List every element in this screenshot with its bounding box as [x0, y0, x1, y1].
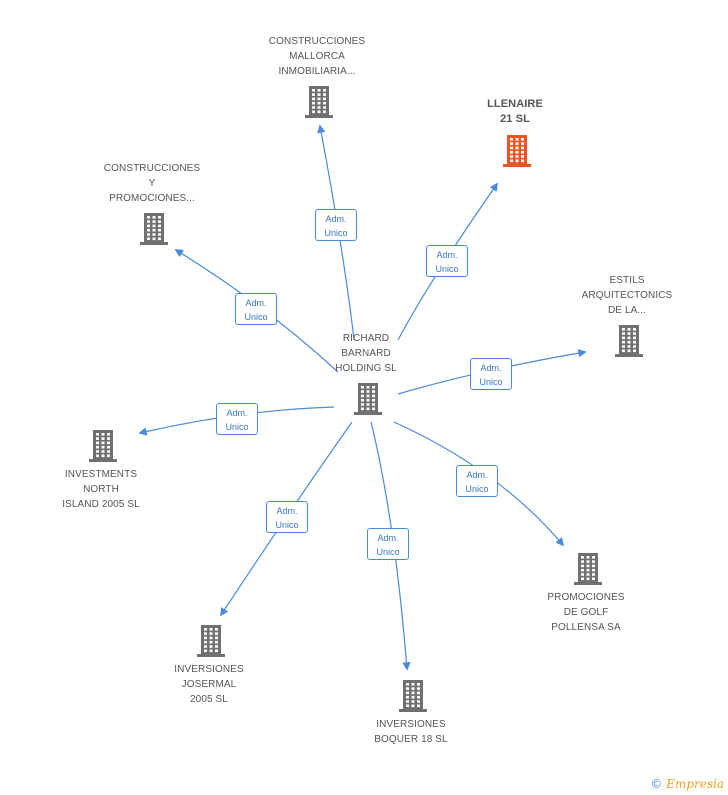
inversiones-josermal-building-icon-wrap[interactable] [196, 624, 226, 663]
center-company-label-line: RICHARD [342, 333, 390, 344]
edge-label-text: Adm. [436, 250, 458, 260]
estils-building-icon-wrap[interactable] [614, 324, 644, 363]
edge-label-promociones-golf[interactable]: Adm. Unico [456, 465, 498, 497]
inversiones-josermal-label-line: 2005 SL [190, 694, 228, 705]
edge-label-investments-north[interactable]: Adm. Unico [216, 403, 258, 435]
edge-label-text: Unico [435, 264, 459, 274]
edge-label-text: Unico [225, 422, 249, 432]
center-company-label-line: HOLDING SL [335, 363, 397, 374]
construcciones-mallorca-label: CONSTRUCCIONES MALLORCA INMOBILIARIA... [242, 34, 392, 79]
investments-north-label-line: INVESTMENTS [64, 469, 138, 480]
llenaire-building-icon [503, 135, 531, 167]
construcciones-mallorca-building-icon [305, 86, 333, 118]
edge-label-text: Adm. [245, 298, 267, 308]
edge-label-text: Adm. [325, 214, 347, 224]
investments-north-label-line: ISLAND 2005 SL [62, 499, 140, 510]
inversiones-boquer-label-line: BOQUER 18 SL [374, 734, 448, 745]
construcciones-promociones-building-icon [140, 213, 168, 245]
edge-label-inversiones-boquer[interactable]: Adm. Unico [367, 528, 409, 560]
llenaire-label-line: 21 SL [500, 113, 530, 125]
estils-label-line: DE LA... [607, 305, 647, 316]
promociones-golf-label-line: POLLENSA SA [551, 622, 621, 633]
edge-label-estils[interactable]: Adm. Unico [470, 358, 512, 390]
edge-label-text: Unico [465, 484, 489, 494]
edge-label-text: Adm. [377, 533, 399, 543]
investments-north-label: INVESTMENTS NORTH ISLAND 2005 SL [26, 467, 176, 512]
edge-label-text: Adm. [466, 470, 488, 480]
edge-label-llenaire[interactable]: Adm. Unico [426, 245, 468, 277]
edge-label-text: Unico [275, 520, 299, 530]
inversiones-boquer-building-icon-wrap[interactable] [398, 679, 428, 718]
estils-label-line: ESTILS [609, 275, 645, 286]
estils-label: ESTILS ARQUITECTONICS DE LA... [552, 273, 702, 318]
edge-label-text: Unico [324, 228, 348, 238]
estils-label-line: ARQUITECTONICS [581, 290, 673, 301]
construcciones-promociones-label-line: CONSTRUCCIONES [103, 163, 201, 174]
edge-label-text: Unico [479, 377, 503, 387]
edge-label-text: Adm. [226, 408, 248, 418]
construcciones-mallorca-label-line: INMOBILIARIA... [278, 66, 356, 77]
center-building-icon [354, 383, 382, 415]
inversiones-josermal-building-icon [197, 625, 225, 657]
edge-label-construcciones-mallorca[interactable]: Adm. Unico [315, 209, 357, 241]
construcciones-promociones-label-line: Y [148, 178, 156, 189]
investments-north-label-line: NORTH [83, 484, 119, 495]
promociones-golf-label-line: DE GOLF [563, 607, 609, 618]
inversiones-josermal-label-line: JOSERMAL [181, 679, 237, 690]
edge-construcciones-mallorca [317, 124, 355, 341]
copyright-symbol: © [650, 777, 663, 791]
inversiones-boquer-building-icon [399, 680, 427, 712]
edge-label-text: Unico [244, 312, 268, 322]
center-company-label: RICHARD BARNARD HOLDING SL [291, 331, 441, 376]
inversiones-boquer-label: INVERSIONES BOQUER 18 SL [336, 717, 486, 747]
center-building-icon-wrap[interactable] [353, 382, 383, 421]
promociones-golf-building-icon [574, 553, 602, 585]
inversiones-boquer-label-line: INVERSIONES [376, 719, 446, 730]
inversiones-josermal-label-line: INVERSIONES [174, 664, 244, 675]
edge-label-construcciones-promociones[interactable]: Adm. Unico [235, 293, 277, 325]
footer-brand: ©Empresia [650, 777, 724, 791]
construcciones-promociones-label-line: PROMOCIONES... [109, 193, 195, 204]
center-company-label-line: BARNARD [341, 348, 391, 359]
edge-label-text: Unico [376, 547, 400, 557]
estils-building-icon [615, 325, 643, 357]
edge-label-inversiones-josermal[interactable]: Adm. Unico [266, 501, 308, 533]
investments-north-building-icon-wrap[interactable] [88, 429, 118, 468]
edge-label-text: Adm. [480, 363, 502, 373]
promociones-golf-label-line: PROMOCIONES [547, 592, 625, 603]
investments-north-building-icon [89, 430, 117, 462]
brand-name: Empresia [666, 777, 724, 791]
construcciones-promociones-label: CONSTRUCCIONES Y PROMOCIONES... [77, 161, 227, 206]
promociones-golf-label: PROMOCIONES DE GOLF POLLENSA SA [511, 590, 661, 635]
construcciones-mallorca-label-line: MALLORCA [289, 51, 345, 62]
construcciones-mallorca-label-line: CONSTRUCCIONES [268, 36, 366, 47]
llenaire-label-line: LLENAIRE [487, 98, 543, 110]
inversiones-josermal-label: INVERSIONES JOSERMAL 2005 SL [134, 662, 284, 707]
llenaire-building-icon-wrap[interactable] [502, 134, 532, 173]
edge-label-text: Adm. [276, 506, 298, 516]
construcciones-mallorca-building-icon-wrap[interactable] [304, 85, 334, 124]
promociones-golf-building-icon-wrap[interactable] [573, 552, 603, 591]
llenaire-label: LLENAIRE 21 SL [440, 97, 590, 127]
construcciones-promociones-building-icon-wrap[interactable] [139, 212, 169, 251]
